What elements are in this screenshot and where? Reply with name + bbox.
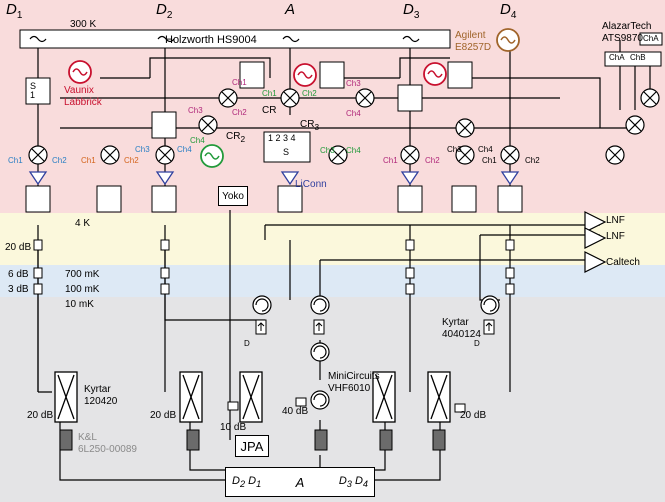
lnf-label-1: LNF bbox=[606, 215, 625, 226]
att-20db-d2-label: 20 dB bbox=[150, 410, 177, 421]
yoko-box: Yoko bbox=[218, 186, 248, 206]
jpa-box: JPA bbox=[235, 435, 269, 457]
couplers bbox=[54, 371, 451, 423]
port-d3-label: D3 bbox=[403, 1, 420, 21]
liconn-label: LiConn bbox=[295, 179, 327, 190]
millikelvin-band bbox=[0, 265, 665, 297]
stage-300k-label: 300 K bbox=[70, 19, 97, 30]
mixers bbox=[28, 88, 660, 165]
port-a-label: A bbox=[285, 1, 296, 18]
center-ch4: Ch4 bbox=[346, 146, 361, 155]
vaunix-label-line1: Vaunix bbox=[64, 85, 94, 96]
stage-100mk-label: 100 mK bbox=[65, 284, 100, 295]
kl-label-line2: 6L250-00089 bbox=[78, 444, 137, 455]
minicircuits-label-line2: VHF6010 bbox=[328, 383, 371, 394]
device-box: D2 D1 A D3 D4 bbox=[225, 467, 375, 497]
combiners bbox=[28, 171, 520, 186]
kyrtar-left-line2: 120420 bbox=[84, 396, 118, 407]
ch4-right: Ch4 bbox=[346, 109, 361, 118]
d4-ch1: Ch1 bbox=[482, 156, 497, 165]
alazar-box bbox=[604, 51, 662, 67]
agilent-label-line1: Agilent bbox=[455, 30, 486, 41]
kl-label-line1: K&L bbox=[78, 432, 97, 443]
green-source bbox=[200, 144, 224, 168]
amplifiers bbox=[584, 211, 607, 273]
cr2-label: CR2 bbox=[226, 131, 246, 144]
kl-filters bbox=[59, 429, 446, 451]
device-a: A bbox=[295, 474, 305, 490]
vaunix-label-line2: Labbrick bbox=[64, 97, 102, 108]
alazar-label-line1: AlazarTech bbox=[602, 21, 652, 32]
circulators bbox=[252, 295, 500, 410]
cr3-label: CR3 bbox=[300, 119, 320, 132]
isolators bbox=[255, 319, 495, 335]
ch2-magenta: Ch2 bbox=[232, 108, 247, 117]
att-10db-label: 10 dB bbox=[220, 422, 247, 433]
port-d2-label: D2 bbox=[156, 1, 173, 21]
center-ch2: Ch2 bbox=[302, 89, 317, 98]
att-20db-d4-label: 20 dB bbox=[460, 410, 487, 421]
att-3db-label: 3 dB bbox=[8, 284, 29, 295]
stage-10mk-label: 10 mK bbox=[65, 299, 94, 310]
d2-ch4: Ch4 bbox=[177, 145, 192, 154]
ch4-green: Ch4 bbox=[190, 136, 205, 145]
switches bbox=[25, 61, 523, 213]
port-d4-label: D4 bbox=[500, 1, 517, 21]
center-red-source bbox=[293, 63, 317, 87]
d4-ch2: Ch2 bbox=[525, 156, 540, 165]
right-red-source bbox=[423, 62, 447, 86]
att-6db-label: 6 dB bbox=[8, 269, 29, 280]
stage-4k-label: 4 K bbox=[75, 218, 91, 229]
d1-ch1: Ch1 bbox=[8, 156, 23, 165]
holzworth-bus bbox=[19, 29, 451, 49]
d3-ch1: Ch1 bbox=[383, 156, 398, 165]
d3-ch2: Ch2 bbox=[425, 156, 440, 165]
center-ch3: Ch3 bbox=[320, 146, 335, 155]
alazar-cha-box bbox=[639, 32, 663, 46]
att-20db-d1-label: 20 dB bbox=[27, 410, 54, 421]
center-ch1: Ch1 bbox=[262, 89, 277, 98]
4k-band bbox=[0, 213, 665, 265]
ch1-magenta: Ch1 bbox=[232, 78, 247, 87]
kyrtar-right-line2: 4040124 bbox=[442, 329, 481, 340]
ch3-right: Ch3 bbox=[346, 79, 361, 88]
alazar-label-line2: ATS9870 bbox=[602, 33, 643, 44]
alazar-chb: ChB bbox=[630, 53, 646, 62]
lnf-label-2: LNF bbox=[606, 231, 625, 242]
vaunix-source bbox=[68, 60, 92, 84]
caltech-label: Caltech bbox=[606, 257, 640, 268]
d2-ch3: Ch3 bbox=[135, 145, 150, 154]
kyrtar-left-line1: Kyrtar bbox=[84, 384, 111, 395]
switch-4way-label: 1 2 3 4 bbox=[268, 133, 296, 143]
switch-d-right: D bbox=[474, 339, 480, 348]
cr-label: CR bbox=[262, 105, 277, 116]
att-20db-label: 20 dB bbox=[5, 242, 32, 253]
att-40db-label: 40 dB bbox=[282, 406, 309, 417]
kyrtar-right-line1: Kyrtar bbox=[442, 317, 469, 328]
ch3-magenta: Ch3 bbox=[188, 106, 203, 115]
alazar-cha: ChA bbox=[609, 53, 625, 62]
ch2-orange: Ch2 bbox=[124, 156, 139, 165]
bus-tilde-marks bbox=[29, 35, 420, 43]
stage-700mk-label: 700 mK bbox=[65, 269, 100, 280]
minicircuits-label-line1: MiniCircuits bbox=[328, 371, 380, 382]
d1-ch2: Ch2 bbox=[52, 156, 67, 165]
switch-d-left: D bbox=[244, 339, 250, 348]
alazar-cha-top: ChA bbox=[643, 34, 659, 43]
ch4-dark: Ch4 bbox=[478, 145, 493, 154]
switch-4way-s: S bbox=[283, 147, 290, 157]
ch1-orange: Ch1 bbox=[81, 156, 96, 165]
ch3-dark: Ch3 bbox=[447, 145, 462, 154]
holzworth-label: Holzworth HS9004 bbox=[165, 34, 257, 46]
device-d2-d1: D2 D1 bbox=[232, 474, 262, 490]
port-d1-label: D1 bbox=[6, 1, 23, 21]
device-d3-d4: D3 D4 bbox=[338, 474, 368, 490]
agilent-source bbox=[496, 28, 520, 52]
agilent-label-line2: E8257D bbox=[455, 42, 492, 53]
